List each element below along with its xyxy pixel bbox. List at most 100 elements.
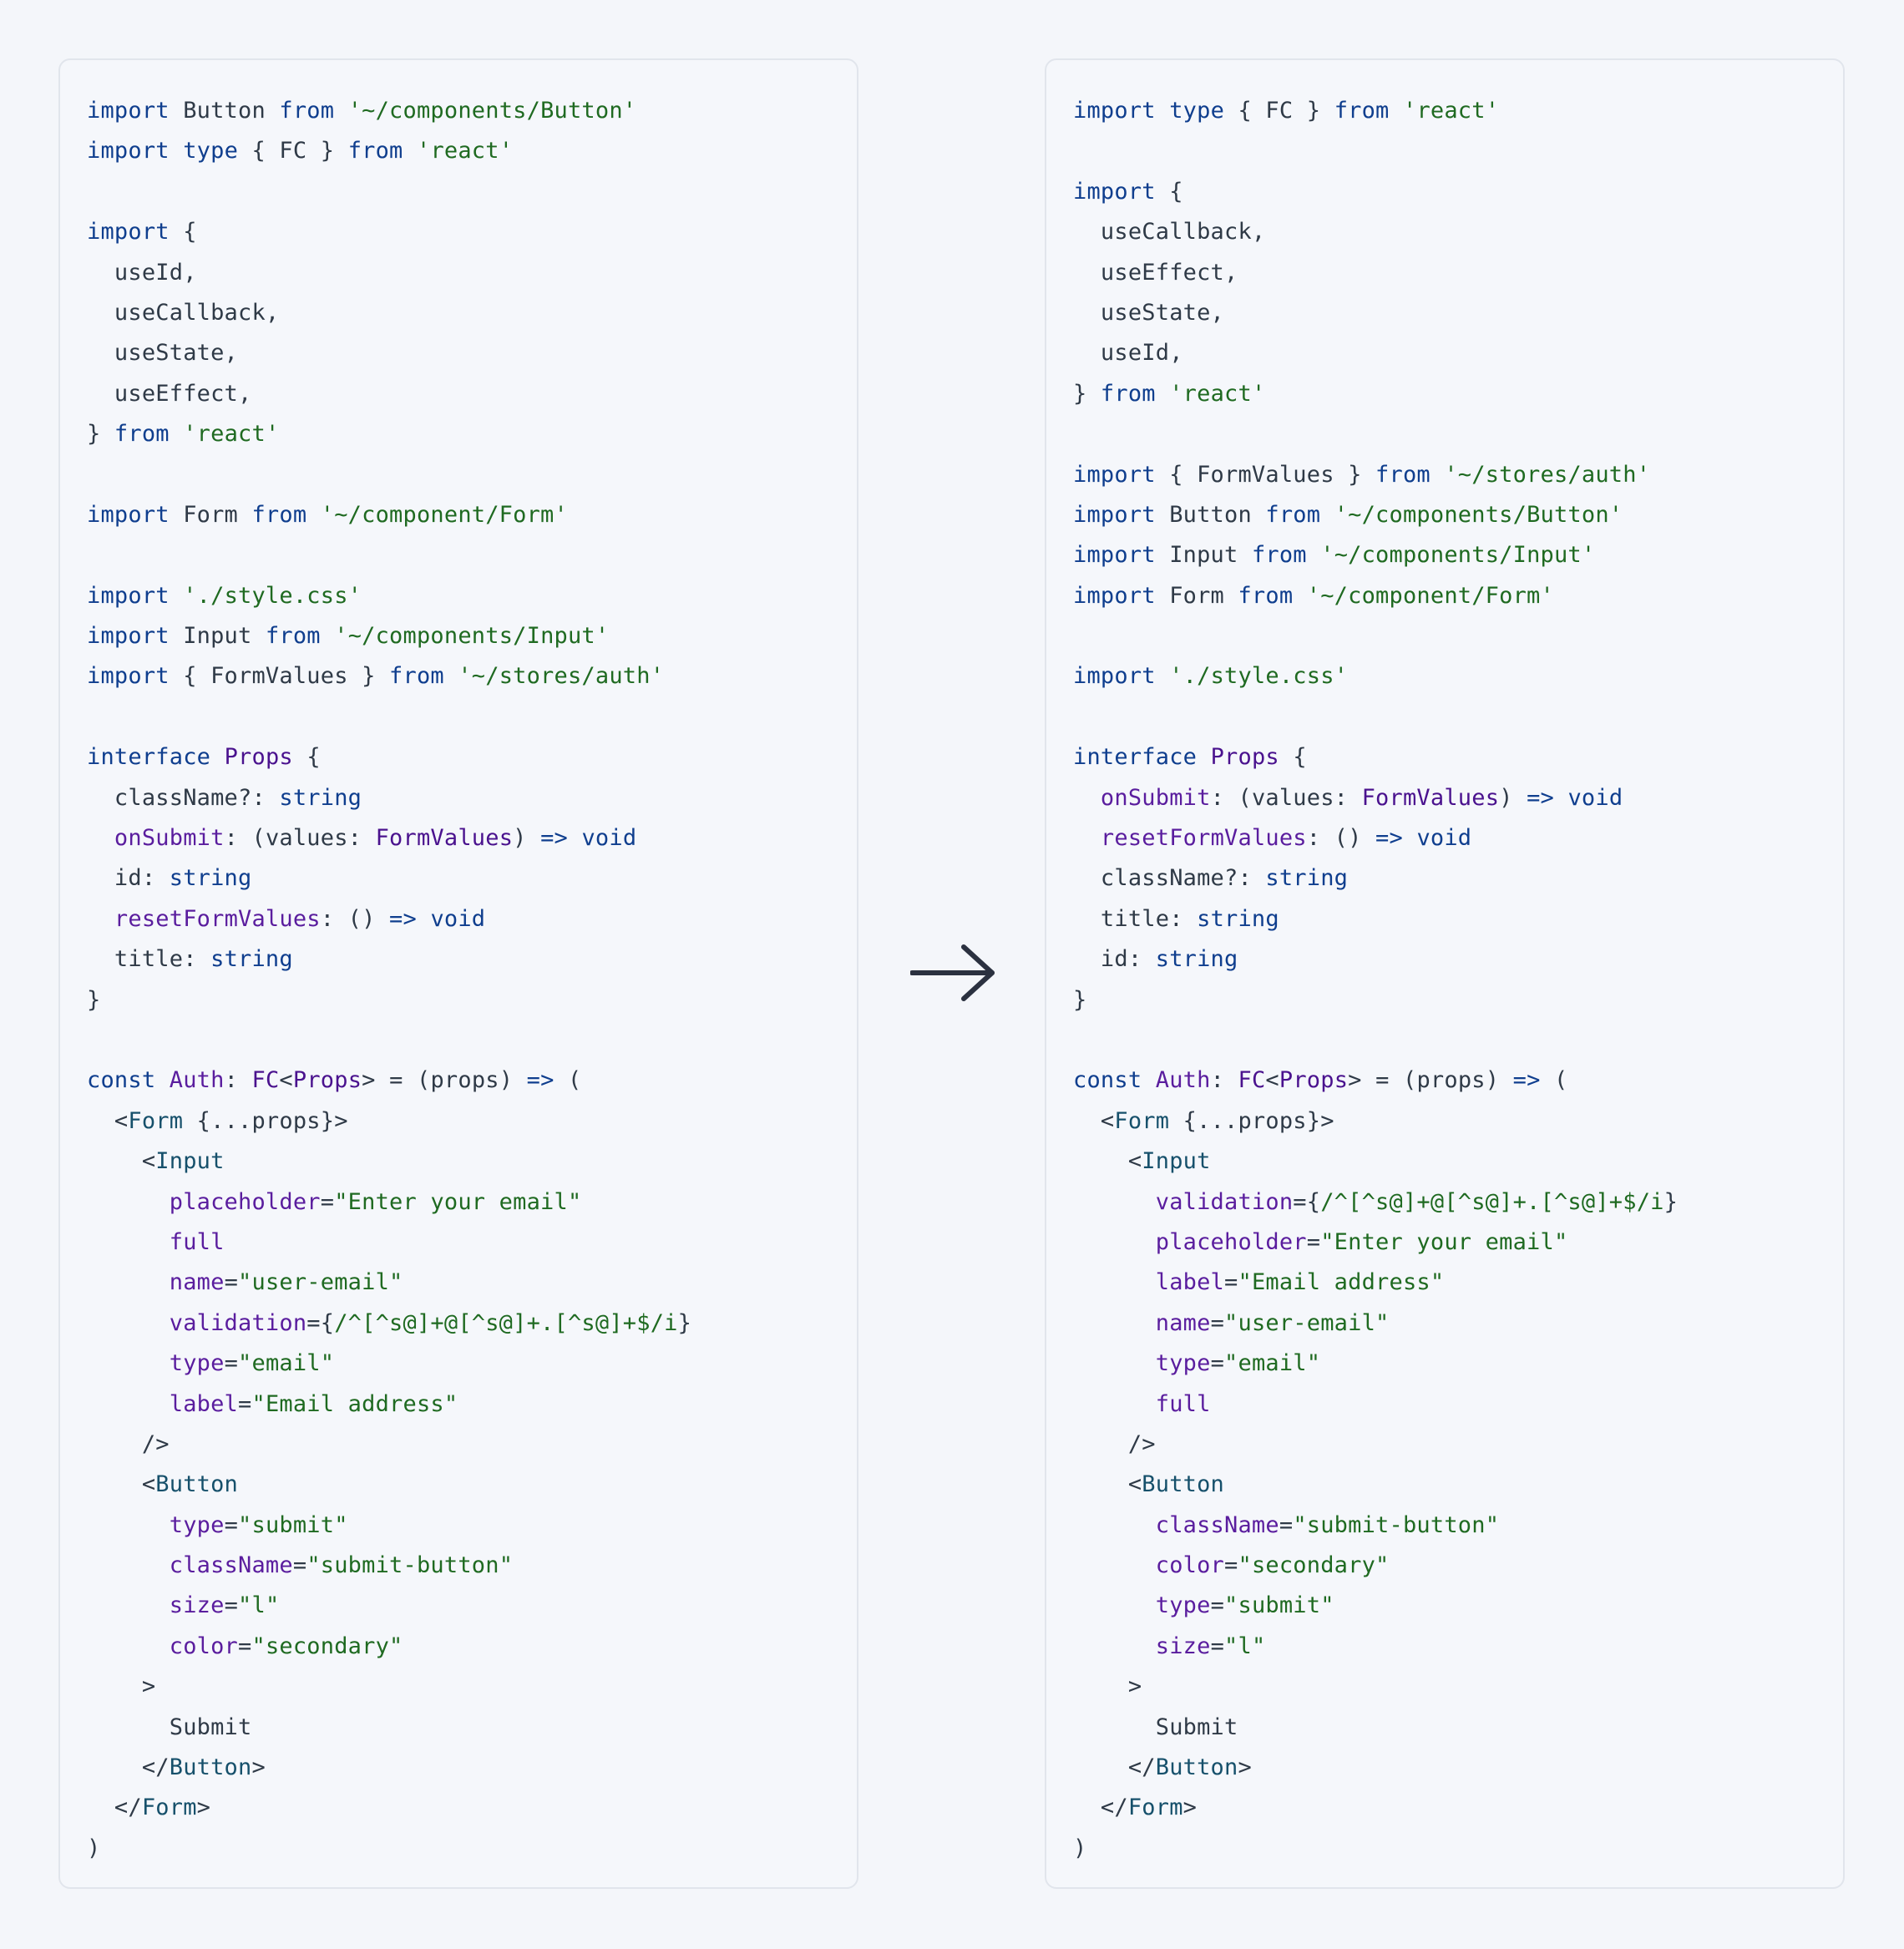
code-line: ): [1073, 1829, 1826, 1869]
code-line: />: [87, 1425, 840, 1465]
code-token: 'react': [1169, 380, 1266, 407]
code-line: type="submit": [87, 1506, 840, 1546]
code-token: { FormValues }: [169, 663, 390, 690]
code-token: : (): [320, 905, 390, 932]
code-token: [170, 421, 183, 447]
code-token: useState,: [1073, 299, 1225, 326]
code-token: :: [1210, 1067, 1238, 1094]
code-token: <: [87, 1471, 156, 1498]
code-token: =>: [540, 825, 568, 852]
code-token: Props: [292, 1067, 362, 1094]
code-line: title: string: [1073, 899, 1826, 939]
code-token: :: [224, 1067, 252, 1094]
code-line: name="user-email": [1073, 1304, 1826, 1344]
code-token: [1403, 825, 1416, 851]
code-token: [87, 825, 114, 851]
code-line: className?: string: [87, 778, 840, 818]
code-token: /^[^s@]+@[^s@]+.[^s@]+$/i: [334, 1309, 678, 1336]
code-token: [1073, 1391, 1156, 1417]
code-token: =: [1210, 1633, 1225, 1659]
code-token: import: [1073, 461, 1156, 488]
code-token: string: [1155, 946, 1238, 973]
code-token: Auth: [1155, 1067, 1211, 1094]
code-line: full: [1073, 1385, 1826, 1425]
code-token: [1307, 542, 1320, 568]
code-token: import: [1073, 178, 1156, 205]
code-line: import Button from '~/components/Button': [1073, 495, 1826, 535]
code-token: [1073, 1592, 1156, 1618]
code-token: "submit-button": [306, 1552, 514, 1579]
code-line: type="email": [87, 1344, 840, 1384]
code-line: useEffect,: [1073, 253, 1826, 293]
code-token: Form: [1114, 1107, 1170, 1134]
code-line: validation={/^[^s@]+@[^s@]+.[^s@]+$/i}: [1073, 1182, 1826, 1223]
code-line: [1073, 616, 1826, 656]
code-line: import Input from '~/components/Input': [87, 616, 840, 656]
code-token: />: [87, 1430, 170, 1457]
code-token: >: [87, 1673, 156, 1700]
code-line: import './style.css': [87, 576, 840, 616]
code-token: '~/components/Button': [347, 98, 637, 124]
code-token: import: [1073, 542, 1156, 569]
code-line: [1073, 414, 1826, 454]
code-line: <Input: [87, 1142, 840, 1182]
code-token: <: [87, 1148, 156, 1175]
code-token: =: [224, 1350, 239, 1377]
code-token: =>: [1512, 1067, 1541, 1094]
code-line: import Button from '~/components/Button': [87, 91, 840, 131]
code-token: ): [87, 1835, 101, 1861]
code-token: ): [513, 825, 541, 852]
code-line: </Form>: [87, 1788, 840, 1828]
code-token: =: [1224, 1269, 1238, 1296]
code-line: placeholder="Enter your email": [87, 1182, 840, 1223]
code-token: id:: [1073, 946, 1156, 973]
code-token: Props: [1210, 744, 1279, 771]
code-token: Input: [1155, 542, 1252, 569]
code-token: Button: [1155, 501, 1266, 528]
code-token: from: [1251, 542, 1307, 569]
code-token: Input: [155, 1148, 225, 1175]
code-token: import: [1073, 663, 1156, 690]
code-token: from: [347, 138, 403, 165]
code-line: import './style.css': [1073, 656, 1826, 696]
code-token: void: [1416, 825, 1472, 852]
code-line: Submit: [87, 1708, 840, 1748]
code-line: </Form>: [1073, 1788, 1826, 1828]
code-token: =: [1224, 1552, 1238, 1579]
code-line: color="secondary": [1073, 1546, 1826, 1586]
code-token: [87, 1350, 170, 1376]
code-token: { FormValues }: [1155, 461, 1376, 488]
code-line: useId,: [1073, 333, 1826, 373]
code-token: }: [677, 1309, 692, 1336]
code-token: full: [1155, 1390, 1211, 1417]
code-token: interface: [87, 744, 211, 771]
code-line: >: [1073, 1667, 1826, 1707]
code-token: =>: [526, 1067, 554, 1094]
code-token: '~/stores/auth': [458, 663, 665, 690]
code-token: Submit: [87, 1714, 252, 1740]
code-token: name: [169, 1269, 225, 1296]
code-token: className?:: [1073, 865, 1266, 892]
code-token: './style.css': [183, 582, 362, 609]
code-line: <Input: [1073, 1142, 1826, 1182]
code-line: [87, 172, 840, 212]
code-line: type="submit": [1073, 1586, 1826, 1626]
code-token: [87, 1592, 170, 1618]
code-token: "submit": [238, 1511, 348, 1538]
code-line: import type { FC } from 'react': [87, 131, 840, 171]
code-line: </Button>: [1073, 1748, 1826, 1788]
code-line: const Auth: FC<Props> = (props) => (: [1073, 1061, 1826, 1101]
code-token: interface: [1073, 744, 1198, 771]
code-token: [334, 98, 347, 124]
code-token: string: [1265, 865, 1349, 892]
code-token: >: [251, 1754, 266, 1781]
code-token: "Enter your email": [1320, 1228, 1568, 1255]
code-token: from: [1334, 98, 1390, 124]
code-token: void: [581, 825, 637, 852]
code-token: =: [238, 1633, 252, 1659]
code-line: [87, 535, 840, 575]
code-token: Form: [1155, 582, 1238, 609]
code-token: from: [1238, 582, 1294, 609]
code-token: =>: [389, 905, 417, 932]
code-token: [1390, 98, 1403, 124]
